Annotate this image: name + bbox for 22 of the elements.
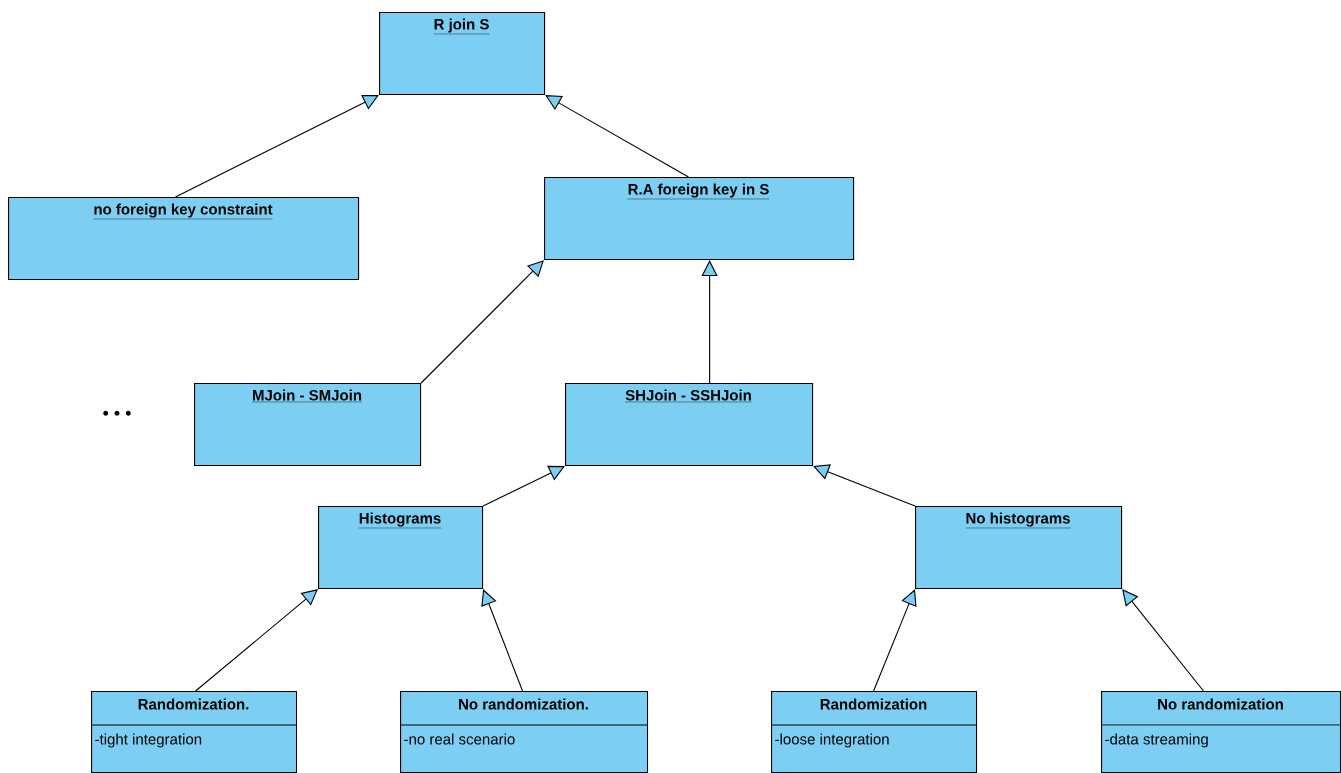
object-box: Histograms [318,506,484,590]
generalization-arrow [174,95,379,198]
generalization-arrow [482,465,565,507]
object-box: No histograms [915,506,1123,590]
class-box: Randomization -loose integration [770,691,978,773]
generalization-arrow [420,260,544,384]
class-box: Randomization. -tight integration [90,691,298,773]
class-box: No randomization. -no real scenario [399,691,649,773]
object-box: SHJoin - SSHJoin [565,383,814,467]
generalization-arrow [813,464,916,507]
generalization-arrow [701,260,718,384]
object-box: no foreign key constraint [8,197,360,281]
object-box: R.A foreign key in S [544,177,855,261]
generalization-arrow [1122,589,1205,692]
object-box: R join S [379,12,546,96]
generalization-arrow [873,589,917,692]
generalization-arrow [545,95,690,178]
class-box: No randomization -data streaming [1100,691,1341,773]
ellipsis: • • • [103,410,131,416]
object-box: MJoin - SMJoin [194,383,422,467]
generalization-arrow [481,589,524,692]
generalization-arrow [195,589,318,692]
